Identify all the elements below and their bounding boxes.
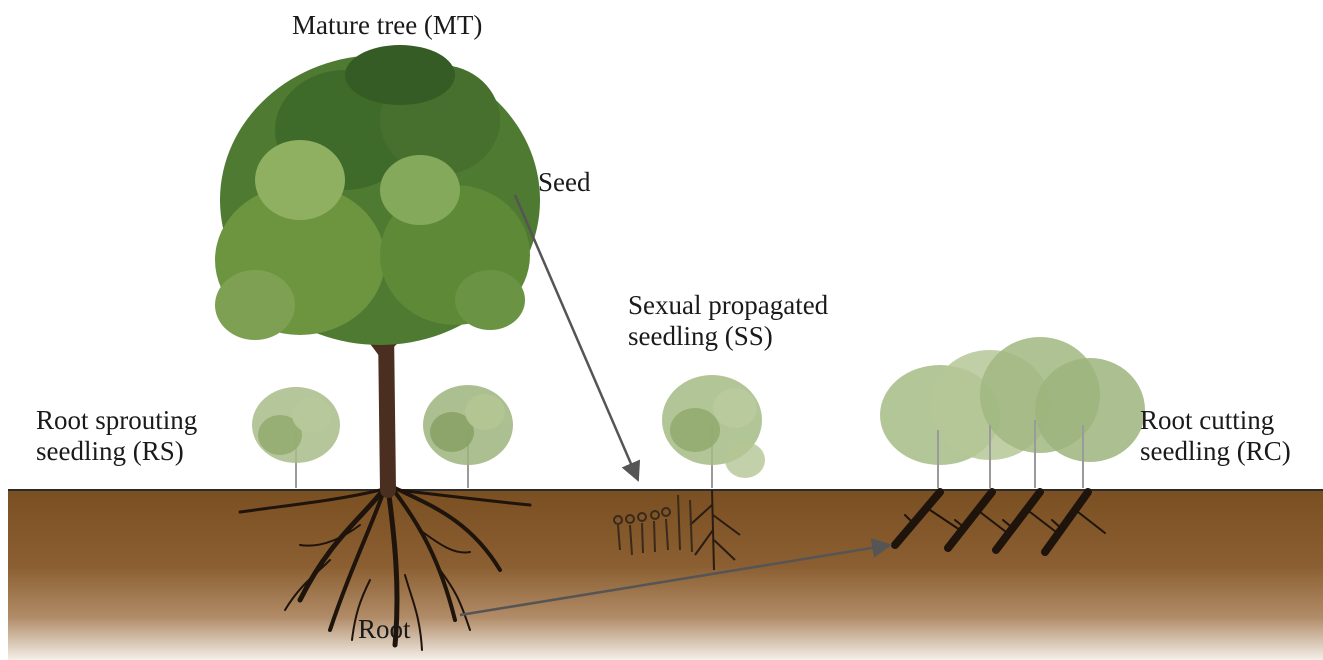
- seed-label: Seed: [538, 167, 590, 198]
- sexual-seedling-label-line1: Sexual propagated: [628, 290, 828, 321]
- root-sprouting-label-line1: Root sprouting: [36, 405, 197, 436]
- mature-tree-canopy: [215, 45, 540, 345]
- root-cutting-label-line2: seedling (RC): [1140, 436, 1291, 467]
- sexual-seedling-label: Sexual propagated seedling (SS): [628, 290, 828, 352]
- sexual-seedling-label-line2: seedling (SS): [628, 321, 828, 352]
- root-cutting-label-line1: Root cutting: [1140, 405, 1291, 436]
- root-cutting-label: Root cutting seedling (RC): [1140, 405, 1291, 467]
- root-sprouting-seedling-left: [252, 387, 340, 488]
- root-sprouting-label: Root sprouting seedling (RS): [36, 405, 197, 467]
- mature-tree-label: Mature tree (MT): [292, 10, 482, 41]
- seed-arrow: [515, 195, 638, 480]
- root-label: Root: [358, 614, 411, 645]
- root-sprouting-label-line2: seedling (RS): [36, 436, 197, 467]
- root-sprouting-seedling-right: [423, 385, 513, 488]
